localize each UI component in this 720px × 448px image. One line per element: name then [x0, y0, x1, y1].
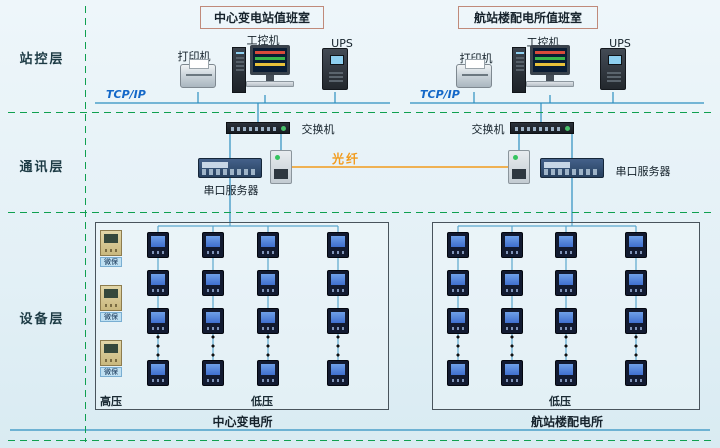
power-meter [257, 308, 279, 334]
power-meter [555, 308, 577, 334]
power-meter [447, 232, 469, 258]
ellipsis-dots [510, 334, 514, 360]
ups-icon-left [322, 48, 348, 90]
title-central-substation-room: 中心变电站值班室 [200, 6, 324, 29]
power-meter [327, 308, 349, 334]
power-meter [327, 232, 349, 258]
power-meter [555, 232, 577, 258]
layer-separator-station-comm [8, 112, 712, 113]
ethernet-switch-icon-right [510, 122, 574, 134]
layer-separator-comm-device [8, 212, 712, 213]
protection-relay-tag: 微保 [100, 367, 122, 377]
ellipsis-dots [456, 334, 460, 360]
monitor-icon-left [250, 45, 290, 75]
layer-label-device: 设备层 [19, 312, 65, 327]
power-meter [257, 232, 279, 258]
power-meter [327, 360, 349, 386]
protection-relay-tag: 微保 [100, 312, 122, 322]
power-meter [625, 232, 647, 258]
tcpip-label-right: TCP/IP [420, 88, 460, 101]
power-meter [447, 270, 469, 296]
layer-label-station-control: 站控层 [19, 52, 65, 67]
power-meter [257, 270, 279, 296]
ellipsis-dots [211, 334, 215, 360]
power-meter [147, 308, 169, 334]
ellipsis-dots [156, 334, 160, 360]
ellipsis-dots [336, 334, 340, 360]
serial-server-icon-left [198, 158, 262, 178]
power-meter [257, 360, 279, 386]
power-meter [147, 232, 169, 258]
ethernet-switch-icon-left [226, 122, 290, 134]
power-meter [625, 360, 647, 386]
serial-server-label-left: 串口服务器 [203, 184, 259, 197]
power-meter [202, 270, 224, 296]
ups-icon-right [600, 48, 626, 90]
power-meter [447, 360, 469, 386]
keyboard-icon-left [246, 81, 294, 87]
power-meter [501, 308, 523, 334]
fiber-converter-icon-right [508, 150, 530, 184]
network-wires [10, 92, 710, 431]
power-meter [447, 308, 469, 334]
power-meter [202, 232, 224, 258]
caption-central-substation: 中心变电所 [212, 415, 273, 429]
power-meter [501, 360, 523, 386]
power-meter [327, 270, 349, 296]
ups-label-left: UPS [331, 37, 353, 50]
power-meter [501, 232, 523, 258]
protection-relay-icon [100, 340, 122, 366]
lv-zone-label-right: 低压 [549, 395, 571, 408]
serial-server-icon-right [540, 158, 604, 178]
switch-label-left: 交换机 [301, 123, 335, 136]
fiber-converter-icon-left [270, 150, 292, 184]
serial-server-label-right: 串口服务器 [615, 165, 671, 178]
pc-tower-icon-left [232, 47, 246, 93]
keyboard-icon-right [526, 81, 574, 87]
power-meter [202, 360, 224, 386]
protection-relay-icon [100, 285, 122, 311]
ellipsis-dots [266, 334, 270, 360]
ups-label-right: UPS [609, 37, 631, 50]
ellipsis-dots [564, 334, 568, 360]
layer-separator-vertical [85, 6, 86, 442]
power-meter [625, 270, 647, 296]
tcpip-label-left: TCP/IP [106, 88, 146, 101]
power-meter [501, 270, 523, 296]
monitor-stand-left [266, 75, 274, 81]
hv-zone-label: 高压 [100, 395, 122, 408]
protection-relay-tag: 微保 [100, 257, 122, 267]
workstation-label-left: 工控机 [246, 34, 280, 47]
printer-icon-left [180, 59, 216, 88]
protection-relay-icon [100, 230, 122, 256]
monitor-stand-right [546, 75, 554, 81]
caption-terminal-distribution: 航站楼配电所 [530, 415, 603, 429]
switch-label-right: 交换机 [471, 123, 505, 136]
fiber-label: 光纤 [332, 152, 361, 166]
ellipsis-dots [634, 334, 638, 360]
title-terminal-distribution-room: 航站楼配电所值班室 [458, 6, 598, 29]
printer-icon-right [456, 59, 492, 88]
monitor-icon-right [530, 45, 570, 75]
power-meter [147, 360, 169, 386]
pc-tower-icon-right [512, 47, 526, 93]
power-meter [625, 308, 647, 334]
power-meter [147, 270, 169, 296]
layer-label-communication: 通讯层 [19, 160, 65, 175]
power-meter [202, 308, 224, 334]
layer-separator-bottom [8, 440, 712, 441]
power-meter [555, 270, 577, 296]
lv-zone-label-left: 低压 [251, 395, 273, 408]
power-meter [555, 360, 577, 386]
